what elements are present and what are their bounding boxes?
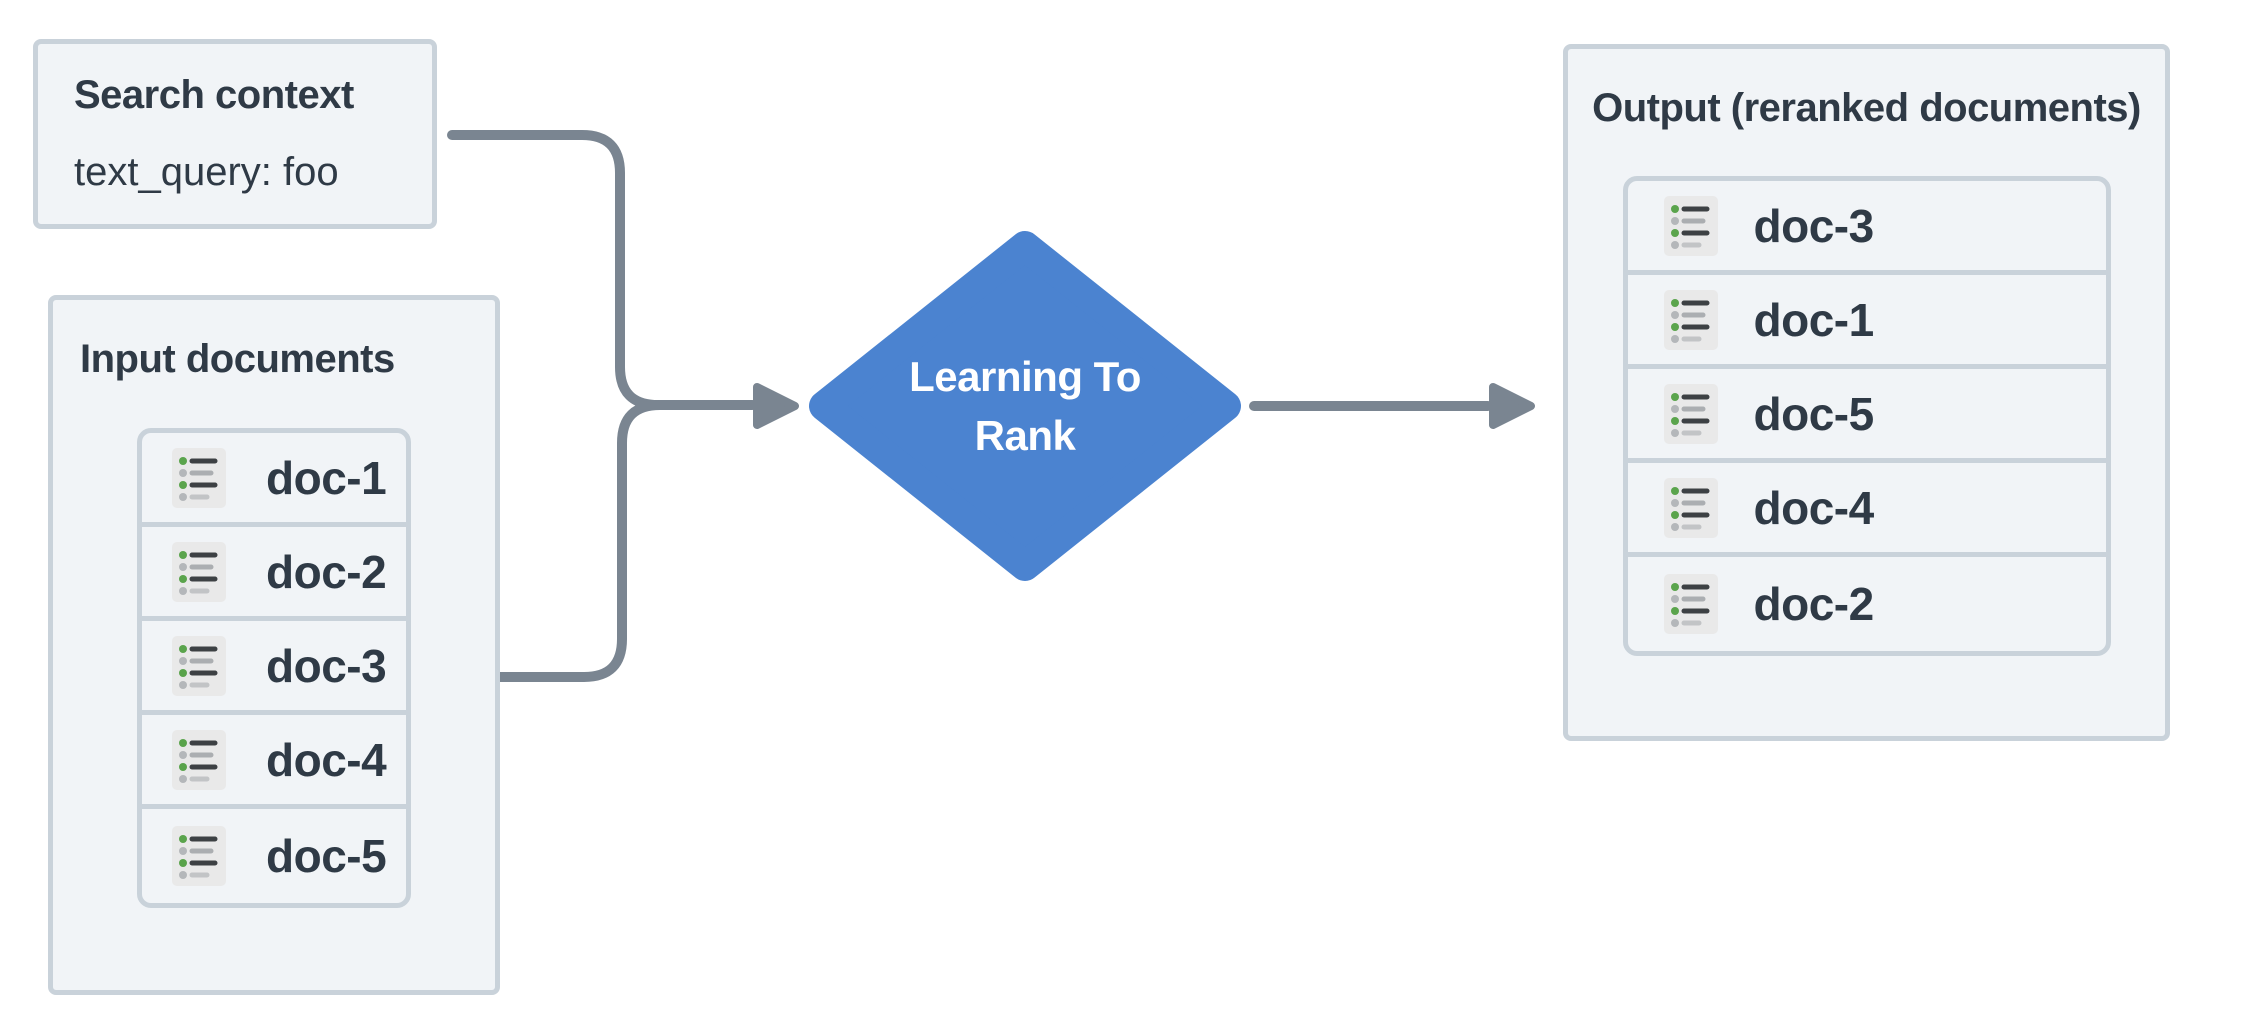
doc-row: doc-1 <box>1627 275 2106 369</box>
doc-row: doc-5 <box>142 809 406 903</box>
doc-list-icon <box>1664 290 1718 350</box>
doc-list-icon <box>172 448 226 508</box>
doc-row: doc-3 <box>142 621 406 715</box>
doc-label: doc-4 <box>266 733 387 786</box>
doc-row: doc-4 <box>142 715 406 809</box>
connector-inputs-to-rank <box>495 400 757 682</box>
doc-label: doc-4 <box>1753 481 1875 534</box>
doc-row: doc-1 <box>142 433 406 527</box>
input-doc-list: doc-1 doc-2 doc-3 doc-4 doc-5 <box>137 428 411 908</box>
output-panel: Output (reranked documents) doc-3 doc-1 … <box>1563 44 2170 741</box>
doc-label: doc-1 <box>266 451 387 504</box>
doc-list-icon <box>172 636 226 696</box>
arrowhead-into-rank <box>753 383 799 429</box>
doc-list-icon <box>172 730 226 790</box>
output-title: Output (reranked documents) <box>1592 86 2141 130</box>
doc-label: doc-2 <box>266 545 387 598</box>
doc-list-icon <box>1664 384 1718 444</box>
doc-row: doc-3 <box>1627 181 2106 275</box>
search-context-query: text_query: foo <box>74 150 339 194</box>
doc-label: doc-1 <box>1753 293 1875 346</box>
doc-row: doc-2 <box>1628 557 2106 651</box>
learning-to-rank-label-line2: Rank <box>974 412 1076 459</box>
input-documents-title: Input documents <box>80 337 395 381</box>
search-context-title: Search context <box>74 73 354 117</box>
arrowhead-into-output <box>1489 383 1535 429</box>
doc-label: doc-3 <box>266 639 387 692</box>
doc-list-icon <box>172 826 226 886</box>
doc-label: doc-5 <box>1753 387 1875 440</box>
input-documents-panel: Input documents doc-1 doc-2 doc-3 doc-4 … <box>48 295 500 995</box>
doc-label: doc-3 <box>1753 199 1875 252</box>
learning-to-rank-diamond <box>809 231 1241 581</box>
doc-list-icon <box>172 542 226 602</box>
doc-list-icon <box>1664 478 1718 538</box>
doc-row: doc-2 <box>142 527 406 621</box>
learning-to-rank-label-line1: Learning To <box>909 353 1141 400</box>
doc-label: doc-5 <box>266 830 387 882</box>
doc-row: doc-4 <box>1627 463 2106 557</box>
doc-list-icon <box>1664 574 1718 634</box>
doc-list-icon <box>1664 196 1718 256</box>
output-doc-list: doc-3 doc-1 doc-5 doc-4 doc-2 <box>1622 176 2111 656</box>
learning-to-rank-label: Learning To Rank <box>875 347 1175 465</box>
search-context-panel: Search context text_query: foo <box>33 39 437 229</box>
doc-label: doc-2 <box>1753 578 1875 630</box>
doc-row: doc-5 <box>1627 369 2106 463</box>
